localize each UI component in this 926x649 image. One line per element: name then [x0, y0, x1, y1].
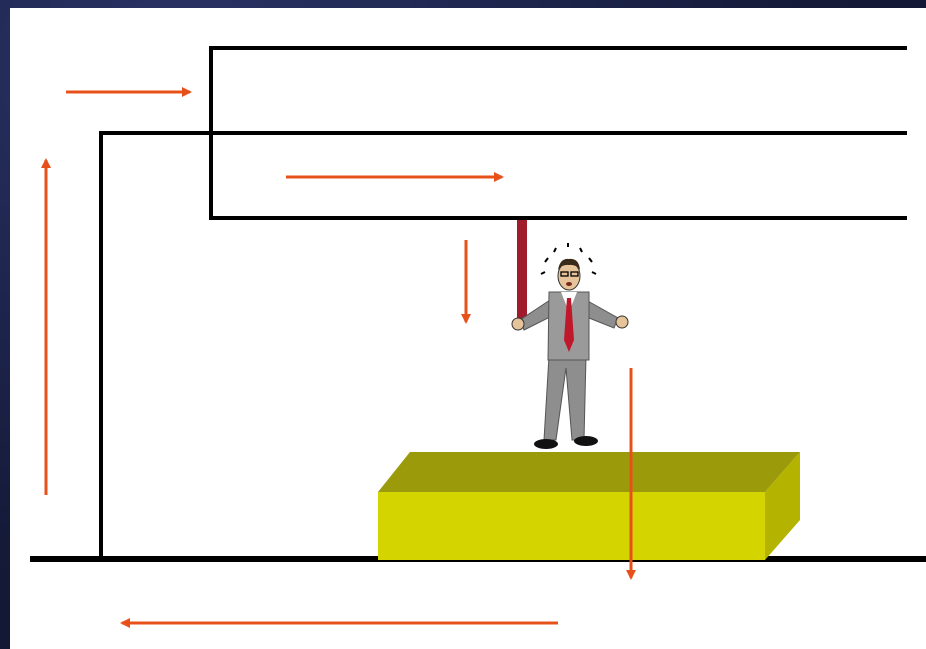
insulating-platform — [378, 452, 800, 560]
return-wire — [99, 131, 907, 558]
platform-side-face — [765, 452, 800, 560]
contact-rod — [517, 220, 527, 320]
shock-lines-icon — [540, 243, 597, 275]
platform-front-face — [378, 492, 765, 560]
platform-top-face — [378, 452, 800, 492]
man-in-suit-icon — [511, 243, 629, 449]
